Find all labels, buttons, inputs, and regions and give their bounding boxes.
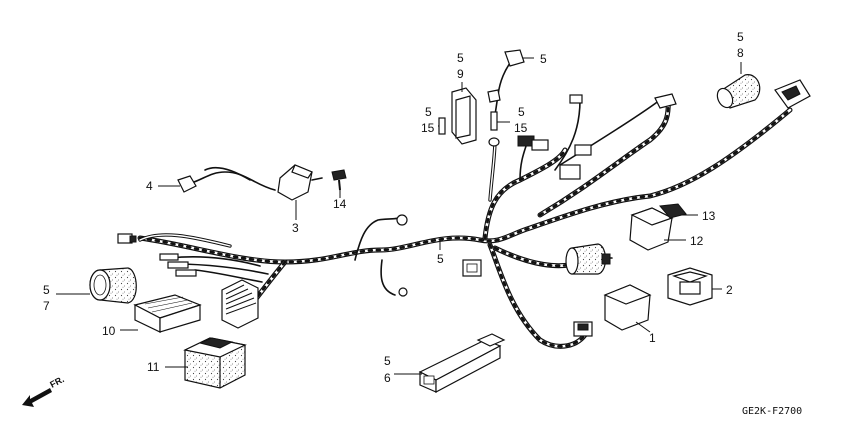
part-10-block bbox=[133, 294, 202, 333]
part-8-boot bbox=[716, 74, 761, 109]
callout-4: 4 bbox=[146, 179, 153, 193]
part-11-cover bbox=[183, 337, 247, 389]
ring-terminal bbox=[396, 214, 408, 297]
callout-3: 3 bbox=[292, 221, 299, 235]
callout-5-7-top: 5 bbox=[43, 283, 50, 297]
left-connectors bbox=[117, 233, 197, 277]
diagram-code: GE2K-F2700 bbox=[742, 406, 802, 417]
part-14-bolt bbox=[331, 169, 347, 191]
callout-5-9-bot: 9 bbox=[457, 67, 464, 81]
part-12-box bbox=[629, 207, 674, 251]
callout-10: 10 bbox=[102, 324, 116, 338]
callout-1: 1 bbox=[649, 331, 656, 345]
callout-11: 11 bbox=[147, 360, 160, 374]
callout-5-15b-top: 5 bbox=[518, 105, 525, 119]
callouts: 5 7 10 11 4 3 14 5 9 5 15 5 15 5 5 8 5 1… bbox=[43, 30, 744, 385]
callout-12: 12 bbox=[690, 234, 704, 248]
center-socket bbox=[462, 259, 482, 277]
part-3-switch bbox=[204, 164, 323, 201]
part-1-module bbox=[603, 284, 652, 331]
callout-5-9-top: 5 bbox=[457, 51, 464, 65]
callout-5-8-bot: 8 bbox=[737, 46, 744, 60]
callout-5-15a-top: 5 bbox=[425, 105, 432, 119]
callout-5-8-top: 5 bbox=[737, 30, 744, 44]
regulator-fins bbox=[221, 279, 259, 329]
leader-lines bbox=[56, 57, 742, 375]
part-6-socket bbox=[418, 333, 506, 393]
top-right-connector bbox=[654, 79, 811, 109]
callout-14: 14 bbox=[333, 197, 347, 211]
part-2-socket bbox=[667, 267, 713, 306]
front-direction-label: FR. bbox=[48, 374, 65, 390]
callout-5-15a-bot: 15 bbox=[421, 121, 435, 135]
small-bottom-connector bbox=[573, 321, 593, 337]
part-4-connector bbox=[177, 171, 276, 193]
callout-5-7-bot: 7 bbox=[43, 299, 50, 313]
callout-5-harness: 5 bbox=[437, 252, 444, 266]
front-direction-arrow: FR. bbox=[22, 374, 66, 407]
callout-5-6-bot: 6 bbox=[384, 371, 391, 385]
part-15-fuse-a bbox=[438, 117, 446, 135]
callout-5-connector: 5 bbox=[540, 52, 547, 66]
part-15-fuse-b bbox=[488, 111, 500, 147]
center-branch-wires bbox=[354, 59, 661, 296]
callout-5-6-top: 5 bbox=[384, 354, 391, 368]
center-top-connector bbox=[487, 49, 525, 103]
callout-2: 2 bbox=[726, 283, 733, 297]
coil-cylinder bbox=[565, 243, 613, 275]
part-9-fuse-holder bbox=[451, 87, 477, 145]
part-7-boot bbox=[89, 267, 137, 304]
center-multi-connectors bbox=[517, 94, 592, 180]
callout-5-15b-bot: 15 bbox=[514, 121, 528, 135]
part-13-clip bbox=[659, 203, 687, 219]
callout-13: 13 bbox=[702, 209, 716, 223]
